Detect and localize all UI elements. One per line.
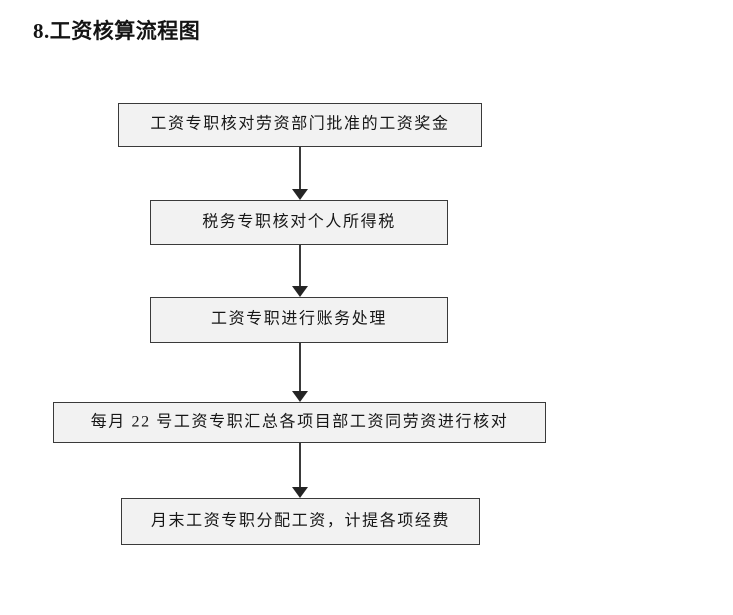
connector-line: [299, 443, 301, 488]
page-title: 8.工资核算流程图: [33, 19, 201, 43]
flow-connector-3: [288, 343, 312, 402]
connector-line: [299, 147, 301, 190]
flow-connector-4: [288, 443, 312, 498]
flow-node-1-label: 工资专职核对劳资部门批准的工资奖金: [150, 115, 450, 133]
flow-node-1: 工资专职核对劳资部门批准的工资奖金: [118, 103, 482, 147]
flow-node-4-label: 每月 22 号工资专职汇总各项目部工资同劳资进行核对: [90, 413, 509, 430]
connector-line: [299, 245, 301, 287]
down-arrow-icon: [292, 189, 308, 200]
flow-node-4: 每月 22 号工资专职汇总各项目部工资同劳资进行核对: [53, 402, 546, 443]
flow-connector-1: [288, 147, 312, 200]
connector-line: [299, 343, 301, 392]
flow-node-2: 税务专职核对个人所得税: [150, 200, 448, 245]
flow-node-5-label: 月末工资专职分配工资，计提各项经费: [150, 512, 451, 529]
flow-node-5: 月末工资专职分配工资，计提各项经费: [121, 498, 480, 545]
flow-node-3: 工资专职进行账务处理: [150, 297, 448, 343]
down-arrow-icon: [292, 487, 308, 498]
flow-connector-2: [288, 245, 312, 297]
flow-node-3-label: 工资专职进行账务处理: [210, 310, 387, 328]
flow-node-2-label: 税务专职核对个人所得税: [202, 213, 396, 230]
down-arrow-icon: [292, 391, 308, 402]
down-arrow-icon: [292, 286, 308, 297]
